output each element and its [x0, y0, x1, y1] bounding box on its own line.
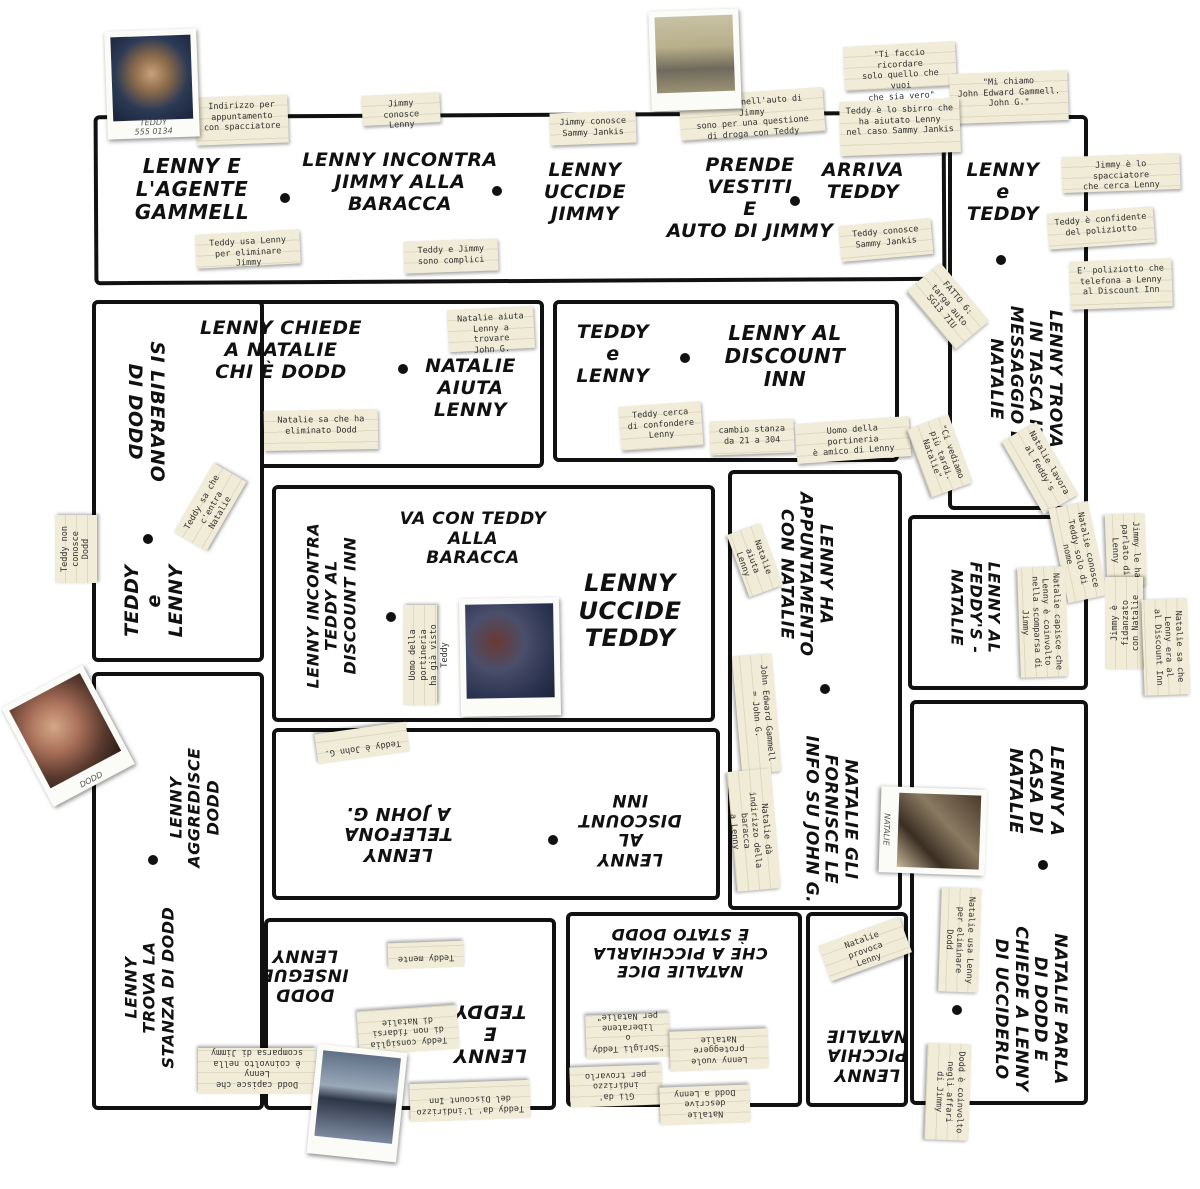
polaroid-baracca	[458, 597, 562, 717]
scene-lenny-chiede-natalie: LENNY CHIEDE A NATALIE CHI È DODD	[200, 317, 362, 383]
photo-shack	[465, 603, 555, 699]
note-poliziotto-telefona: E' poliziotto che telefona a Lenny al Di…	[1069, 258, 1173, 310]
note-natalie-aiuta-trovare: Natalie aiuta Lenny a trovare John G.	[446, 305, 536, 356]
note-natalie-descrive-dodd: Natalie descrive Dodd a Lenny	[659, 1084, 751, 1126]
scene-lenny-picchia-natalie: LENNY PICCHIA NATALIE	[826, 1025, 908, 1085]
note-teddy-cerca-confondere: Teddy cerca di confondere Lenny	[618, 401, 704, 451]
scene-dot	[996, 255, 1006, 265]
note-jimmy-conosce-sammy: Jimmy conosce Sammy Jankis	[549, 110, 637, 146]
polaroid-natalie: NATALIE	[878, 786, 988, 876]
note-sbrigli-teddy: "Sbrigli Teddy o liberatene per Natalie"	[585, 1010, 671, 1060]
note-uomo-portineria-visto: Uomo della portineria ha già visto Teddy	[403, 605, 450, 705]
note-natalie-capisce-lenny: Natalie capisce che Lenny è coinvolto ne…	[1017, 566, 1069, 678]
note-uomo-portineria-amico: Uomo della portineria è amico di Lenny	[794, 416, 912, 464]
scene-lenny-aggredisce-dodd: LENNY AGGREDISCE DODD	[166, 747, 223, 868]
scene-lenny-al-feddys: LENNY AL FEDDY'S - NATALIE	[947, 561, 1004, 654]
scene-dot	[952, 1005, 962, 1015]
note-jimmy-spacciatore: Jimmy è lo spacciatore che cerca Lenny	[1061, 152, 1181, 194]
note-teddy-consiglia: Teddy consiglia di non fidarsi di Natali…	[356, 1004, 460, 1056]
scene-teddy-e-lenny-2: TEDDY e LENNY	[121, 564, 187, 638]
note-indirizzo-appuntamento: Indirizzo per appuntamento con spacciato…	[195, 94, 289, 146]
scene-lenny-telefona: LENNY TELEFONA A JOHN G.	[343, 802, 453, 866]
scene-lenny-casa-natalie: LENNY A CASA DI NATALIE	[1004, 745, 1068, 837]
scene-lenny-incontra-jimmy: LENNY INCONTRA JIMMY ALLA BARACCA	[302, 149, 498, 215]
photo-natalie-room	[896, 792, 982, 870]
scene-va-con-teddy-baracca: VA CON TEDDY ALLA BARACCA	[399, 509, 547, 569]
scene-dot	[680, 353, 690, 363]
note-cambio-stanza: cambio stanza da 21 a 304	[709, 418, 795, 456]
note-ti-faccio-ricordare: "Ti faccio ricordare solo quello che vuo…	[842, 41, 958, 103]
polaroid-caption: TEDDY 555 0134	[134, 117, 173, 137]
note-lenny-vuole-proteggere: Lenny vuole proteggere Natalie	[669, 1028, 769, 1072]
scene-lenny-uccide-teddy: LENNY UCCIDE TEDDY	[578, 569, 682, 653]
scene-dot	[790, 196, 800, 206]
scene-dot	[280, 193, 290, 203]
scene-prende-vestiti: PRENDE VESTITI E AUTO DI JIMMY	[666, 154, 834, 242]
note-teddy-mente: Teddy mente	[387, 940, 465, 970]
note-teddy-da-indirizzo: Teddy da' l'indirizzo del Discount Inn	[409, 1079, 531, 1123]
scene-natalie-parla-di-dodd: NATALIE PARLA DI DODD E CHIEDE A LENNY D…	[991, 926, 1071, 1092]
note-teddy-non-conosce-dodd: Teddy non conosce Dodd	[55, 515, 97, 583]
note-gli-da-indirizzo: Gli da' indirizzo per trovarlo	[569, 1064, 663, 1108]
scene-lenny-agente-gammell: LENNY E L'AGENTE GAMMELL	[134, 154, 250, 224]
scene-lenny-al-discount: LENNY AL DISCOUNT INN	[724, 321, 846, 391]
scene-dot	[398, 364, 408, 374]
polaroid-caption	[307, 1151, 397, 1160]
scene-dot	[548, 835, 558, 845]
scene-lenny-trova-stanza-dodd: LENNY TROVA LA STANZA DI DODD	[121, 906, 178, 1069]
scene-natalie-aiuta-lenny: NATALIE AIUTA LENNY	[425, 355, 516, 421]
scene-natalie-dice-dodd: NATALIE DICE CHE A PICCHIARLA È STATO DO…	[592, 925, 768, 982]
scene-lenny-uccide-jimmy: LENNY UCCIDE JIMMY	[543, 159, 627, 225]
polaroid-caption	[461, 713, 561, 715]
note-natalie-usa-lenny: Natalie usa Lenny per eliminare Dodd	[938, 887, 982, 993]
photo-discount-inn	[314, 1050, 401, 1144]
scene-si-liberano-di-dodd: SI LIBERANO DI DODD	[124, 341, 168, 483]
scene-lenny-al-discount-2: LENNY AL DISCOUNT INN	[578, 790, 682, 870]
scene-lenny-incontra-teddy: LENNY INCONTRA TEDDY AL DISCOUNT INN	[303, 522, 360, 689]
panel-natalie-home	[910, 700, 1088, 1105]
note-teddy-sbirro: Teddy è lo sbirro che ha aiutato Lenny n…	[839, 97, 961, 157]
scene-dot	[492, 186, 502, 196]
note-dodd-coinvolto: Dodd è coinvolto negli affari di Jimmy	[924, 1043, 972, 1141]
scene-dodd-insegue-lenny: DODD INSEGUE LENNY	[261, 945, 349, 1005]
scene-natalie-fornisce-info: NATALIE GLI FORNISCE LE INFO SU JOHN G.	[801, 735, 861, 904]
note-jimmy-fidanzato: Jimmy è fidanzato con Natalie	[1105, 577, 1143, 669]
scene-dot	[148, 855, 158, 865]
note-teddy-jimmy-complici: Teddy e Jimmy sono complici	[403, 238, 499, 274]
note-jimmy-conosce-lenny: Jimmy conosce Lenny	[361, 91, 441, 131]
note-teddy-confidente: Teddy è confidente del poliziotto	[1046, 206, 1156, 250]
scene-dot	[143, 534, 153, 544]
scene-dot	[820, 684, 830, 694]
scene-lenny-appuntamento-natalie: LENNY HA APPUNTAMENTO CON NATALIE	[776, 492, 836, 657]
polaroid-caption: NATALIE	[881, 813, 892, 846]
photo-car	[654, 14, 736, 94]
polaroid-jimmy-car	[648, 8, 742, 112]
note-jimmy-parlato-lenny: Jimmy le ha parlato di Lenny	[1104, 513, 1148, 587]
note-natalie-sa-dodd: Natalie sa che ha eliminato Dodd	[263, 409, 379, 451]
scene-dot	[1038, 860, 1048, 870]
scene-arriva-teddy: ARRIVA TEDDY	[821, 159, 905, 203]
note-natalie-sa-lenny-discount: Natalie sa che Lenny era al al Discount …	[1141, 598, 1191, 696]
scene-teddy-e-lenny: TEDDY e LENNY	[576, 321, 650, 387]
photo-teddy-portrait	[110, 34, 194, 122]
scene-lenny-e-teddy: LENNY e TEDDY	[966, 159, 1040, 225]
note-mi-chiamo-john-g: "Mi chiamo John Edward Gammell. John G."	[949, 69, 1069, 125]
note-teddy-usa-lenny: Teddy usa Lenny per eliminare Jimmy	[195, 229, 301, 269]
note-dodd-capisce: Dodd capisce che Lenny è coinvolto nella…	[198, 1047, 316, 1094]
polaroid-discount-inn	[306, 1043, 408, 1163]
scene-dot	[386, 612, 396, 622]
polaroid-teddy: TEDDY 555 0134	[104, 28, 200, 140]
